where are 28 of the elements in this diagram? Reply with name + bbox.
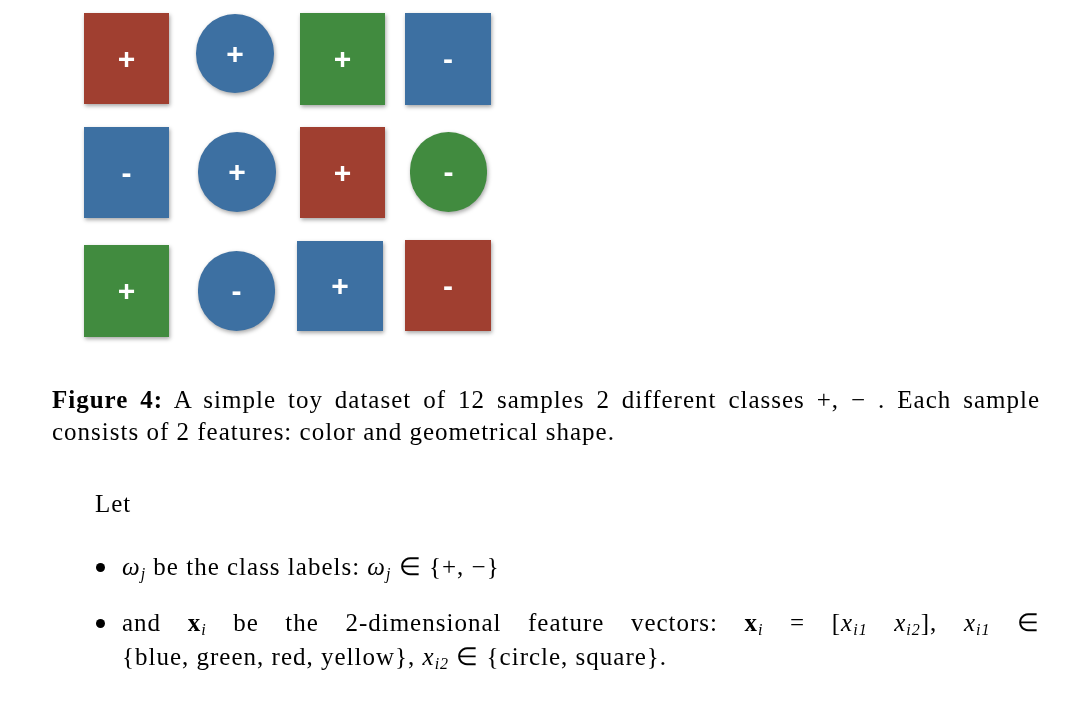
class-sign: + xyxy=(333,157,352,188)
class-sign: + xyxy=(117,276,136,306)
square-sample xyxy=(300,13,385,105)
class-sign: - xyxy=(121,157,132,188)
bullet-text: and x$_{i}$ be the 2-dimensional feature vectors: x$_{i}$ = [x$_{i1}$ x$_{i2}$], x$_{i1}$ ∈ {blue, green, red, yellow}, x$_{i2}$ ∈ {circle, square}. xyxy=(122,608,1040,674)
class-sign: + xyxy=(117,43,136,74)
class-sign: - xyxy=(231,276,242,306)
circle-sample xyxy=(410,132,487,212)
square-sample xyxy=(84,127,169,218)
class-sign: + xyxy=(331,271,349,301)
class-sign: - xyxy=(443,270,453,301)
circle-sample xyxy=(198,251,275,331)
intro-text: Let xyxy=(95,489,133,519)
class-sign: + xyxy=(333,44,352,74)
square-sample xyxy=(405,13,491,105)
square-sample xyxy=(84,13,169,104)
square-sample xyxy=(84,245,169,337)
square-sample xyxy=(297,241,383,331)
bullet-text: ω$_{j}$ be the class labels: ω$_{j}$ ∈ {+, −} xyxy=(122,552,501,584)
circle-sample xyxy=(198,132,276,212)
class-sign: + xyxy=(226,38,244,69)
circle-sample xyxy=(196,14,274,93)
class-sign: - xyxy=(443,44,453,74)
class-sign: - xyxy=(443,157,454,187)
class-sign: + xyxy=(228,157,246,187)
square-sample xyxy=(300,127,385,218)
square-sample xyxy=(405,240,491,331)
figure-caption: Figure 4: A simple toy dataset of 12 samples 2 different classes +, − . Each sample consists of 2 features: color and geometrical shape. xyxy=(52,385,1040,447)
